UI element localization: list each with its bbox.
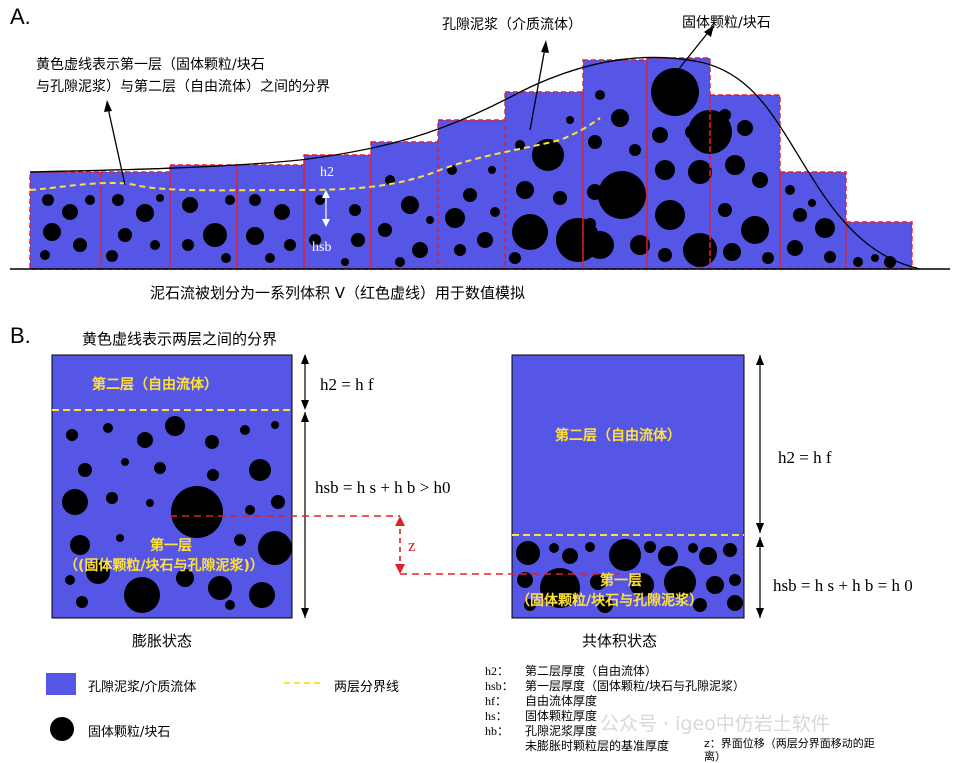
volume-block xyxy=(170,165,237,269)
left-eq-hsb: hsb = h s + h b > h0 xyxy=(315,478,451,497)
def-row: hb：孔隙泥浆厚度 xyxy=(485,724,598,738)
section-a-caption: 泥石流被划分为一系列体积 V（红色虚线）用于数值模拟 xyxy=(150,284,526,302)
solid-annotation: 固体颗粒/块石 xyxy=(682,15,771,31)
left-layer1-desc: （(固体颗粒/块石与孔隙泥浆)） xyxy=(64,558,264,574)
hsb-label: hsb xyxy=(312,240,332,255)
section-b-label: B. xyxy=(10,323,31,348)
boundary-annotation: 黄色虚线表示第一层（固体颗粒/块石 与孔隙泥浆）与第二层（自由流体）之间的分界 xyxy=(36,57,330,95)
right-layer1-desc: （固体颗粒/块石与孔隙泥浆） xyxy=(516,593,704,609)
watermark: 公众号 · igeo中仿岩土软件 xyxy=(600,713,830,735)
annotation-arrow xyxy=(669,29,711,81)
solid-particles xyxy=(40,68,896,268)
def-row: h2：第二层厚度（自由流体） xyxy=(485,664,658,678)
z-label: z xyxy=(408,536,416,555)
def-row: hs：固体颗粒厚度 xyxy=(485,709,598,723)
right-particles xyxy=(516,539,743,613)
left-eq-h2: h2 = h f xyxy=(320,375,374,394)
flow-surface-curve xyxy=(29,56,921,270)
def-row: hf：自由流体厚度 xyxy=(485,694,598,708)
left-particles xyxy=(62,416,292,613)
right-layer2-label: 第二层（自由流体） xyxy=(555,428,681,444)
volume-block xyxy=(237,165,304,269)
legend-solid-swatch xyxy=(50,717,74,741)
h2-label: h2 xyxy=(320,165,334,180)
def-row: hsb：第一层厚度（固体颗粒/块石与孔隙泥浆） xyxy=(485,679,746,693)
left-layer2-label: 第二层（自由流体） xyxy=(92,377,218,393)
legend-boundary-swatch xyxy=(284,682,324,684)
right-eq-h2: h2 = h f xyxy=(778,448,832,467)
section-b-title: 黄色虚线表示两层之间的分界 xyxy=(82,330,278,348)
z-definition: z：界面位移（两层分界面移动的距离） xyxy=(704,737,875,763)
legend-mud-label: 孔隙泥浆/介质流体 xyxy=(88,680,197,695)
caption-expanded: 膨胀状态 xyxy=(132,632,193,650)
mud-annotation: 孔隙泥浆（介质流体） xyxy=(442,17,582,33)
annotation-arrow xyxy=(107,107,126,186)
legend-boundary-label: 两层分界线 xyxy=(334,680,400,695)
legend-solid-label: 固体颗粒/块石 xyxy=(88,725,171,740)
layer-boundary-line xyxy=(29,117,601,192)
left-layer1-label: 第一层 xyxy=(150,538,192,554)
def-row: 未膨胀时颗粒层的基准厚度 xyxy=(525,739,670,753)
annotation-arrow xyxy=(529,47,546,131)
right-eq-hsb: hsb = h s + h b = h 0 xyxy=(773,576,913,595)
section-a-label: A. xyxy=(10,4,31,29)
section-a-diagram xyxy=(10,25,950,270)
caption-compacted: 共体积状态 xyxy=(582,632,658,650)
legend-mud-swatch xyxy=(46,673,76,695)
right-layer1-label: 第一层 xyxy=(600,573,642,589)
symbol-definitions: h2：第二层厚度（自由流体） hsb：第一层厚度（固体颗粒/块石与孔隙泥浆） h… xyxy=(485,664,745,754)
section-b-diagram xyxy=(51,354,764,619)
